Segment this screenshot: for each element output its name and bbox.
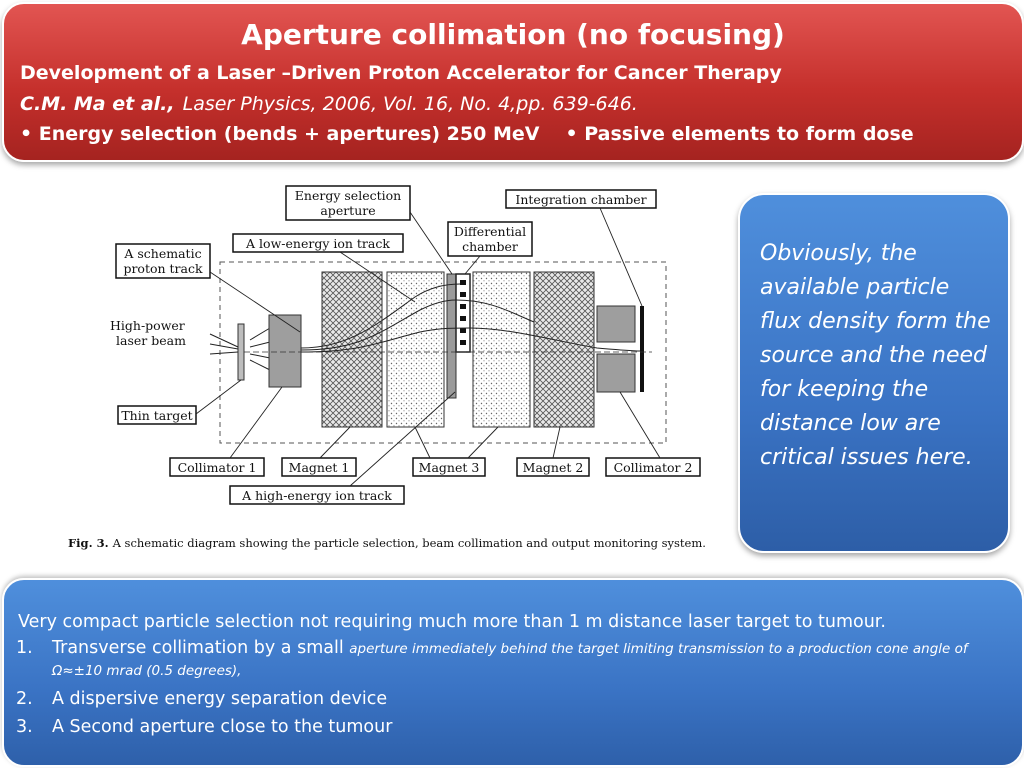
header-panel: Aperture collimation (no focusing) Devel… [2,2,1024,162]
label-energy-selection-aperture: Energy selection aperture [285,185,411,221]
list-item-number: 2. [16,689,33,709]
svg-text:Magnet 3: Magnet 3 [419,460,480,475]
enclosure-dashed [219,261,667,444]
proton-track-path [300,283,461,349]
svg-text:Thin target: Thin target [121,408,192,423]
list-item-main: A dispersive energy separation device [52,689,388,709]
figure-caption: Fig. 3.A schematic diagram showing the p… [68,536,750,550]
label-magnet-3: Magnet 3 [412,457,486,477]
citation-line: C.M. Ma et al., Laser Physics, 2006, Vol.… [20,93,638,115]
paper-title: Development of a Laser –Driven Proton Ac… [20,62,782,84]
svg-text:Collimator 2: Collimator 2 [614,460,693,475]
svg-text:Energy selection: Energy selection [295,188,401,203]
bottom-list: 1. Transverse collimation by a small aper… [14,638,1014,745]
thin-target [237,323,245,381]
svg-text:aperture: aperture [320,203,375,218]
list-item-number: 1. [16,638,33,658]
accelerator-diagram: Energy selection aperture Integration ch… [60,182,750,557]
laser-arrows [209,327,271,371]
high-energy-track-path [300,327,641,353]
magnet-2-block [533,271,595,428]
bottom-intro: Very compact particle selection not requ… [18,612,886,632]
label-magnet-2: Magnet 2 [516,457,590,477]
list-item-number: 3. [16,717,33,737]
authors: C.M. Ma et al., [20,93,175,115]
list-item-detail: aperture immediately behind the target l… [52,641,968,679]
svg-text:Integration chamber: Integration chamber [515,192,646,207]
label-collimator-2: Collimator 2 [605,457,701,477]
magnet-1-block [321,271,383,428]
magnet-3-block [386,271,445,428]
collimator-2-upper [596,305,636,343]
label-collimator-1: Collimator 1 [169,457,265,477]
bottom-panel: Very compact particle selection not requ… [2,578,1024,767]
bullet-passive-elements: • Passive elements to form dose [565,123,914,145]
collimator-1-block [268,314,302,388]
magnet-3-right-block [472,271,531,428]
label-thin-target: Thin target [117,405,197,425]
diagram-svg: Energy selection aperture Integration ch… [110,185,701,505]
side-note-panel: Obviously, the available particle flux d… [738,193,1010,553]
differential-chamber-teeth [460,280,466,345]
label-high-power-laser-beam-2: laser beam [116,333,186,348]
svg-text:A high-energy ion track: A high-energy ion track [241,488,392,503]
bullet-energy-selection: • Energy selection (bends + apertures) 2… [20,123,540,145]
list-item: 3. A Second aperture close to the tumour [14,717,1014,738]
integration-chamber-plate [640,306,644,392]
svg-text:Magnet 2: Magnet 2 [523,460,584,475]
svg-text:chamber: chamber [462,239,518,254]
svg-text:A schematic: A schematic [123,246,201,261]
figure-caption-text: A schematic diagram showing the particle… [112,536,706,550]
label-low-energy-ion-track: A low-energy ion track [232,233,404,253]
low-energy-track-path [300,299,535,351]
label-high-energy-ion-track: A high-energy ion track [229,485,405,505]
bullets-line: • Energy selection (bends + apertures) 2… [20,123,914,145]
label-differential-chamber: Differential chamber [447,221,533,257]
list-item-main: Transverse collimation by a small [52,638,350,658]
svg-text:Differential: Differential [454,224,526,239]
list-item-main: A Second aperture close to the tumour [52,717,393,737]
svg-text:Collimator 1: Collimator 1 [178,460,257,475]
list-item: 2. A dispersive energy separation device [14,689,1014,710]
label-high-power-laser-beam: High-power [110,318,185,333]
figure-number: Fig. 3. [68,536,109,550]
collimator-2-lower [596,353,636,393]
side-note-text: Obviously, the available particle flux d… [760,241,991,470]
svg-text:A low-energy ion track: A low-energy ion track [245,236,390,251]
svg-text:Magnet 1: Magnet 1 [289,460,350,475]
slide-title: Aperture collimation (no focusing) [241,18,785,51]
label-integration-chamber: Integration chamber [505,189,657,209]
journal-citation: Laser Physics, 2006, Vol. 16, No. 4,pp. … [182,93,638,115]
label-magnet-1: Magnet 1 [281,457,357,477]
label-schematic-proton-track: A schematic proton track [115,243,211,279]
energy-aperture-block [446,273,457,399]
svg-text:proton track: proton track [123,261,203,276]
list-item: 1. Transverse collimation by a small aper… [14,638,1014,682]
